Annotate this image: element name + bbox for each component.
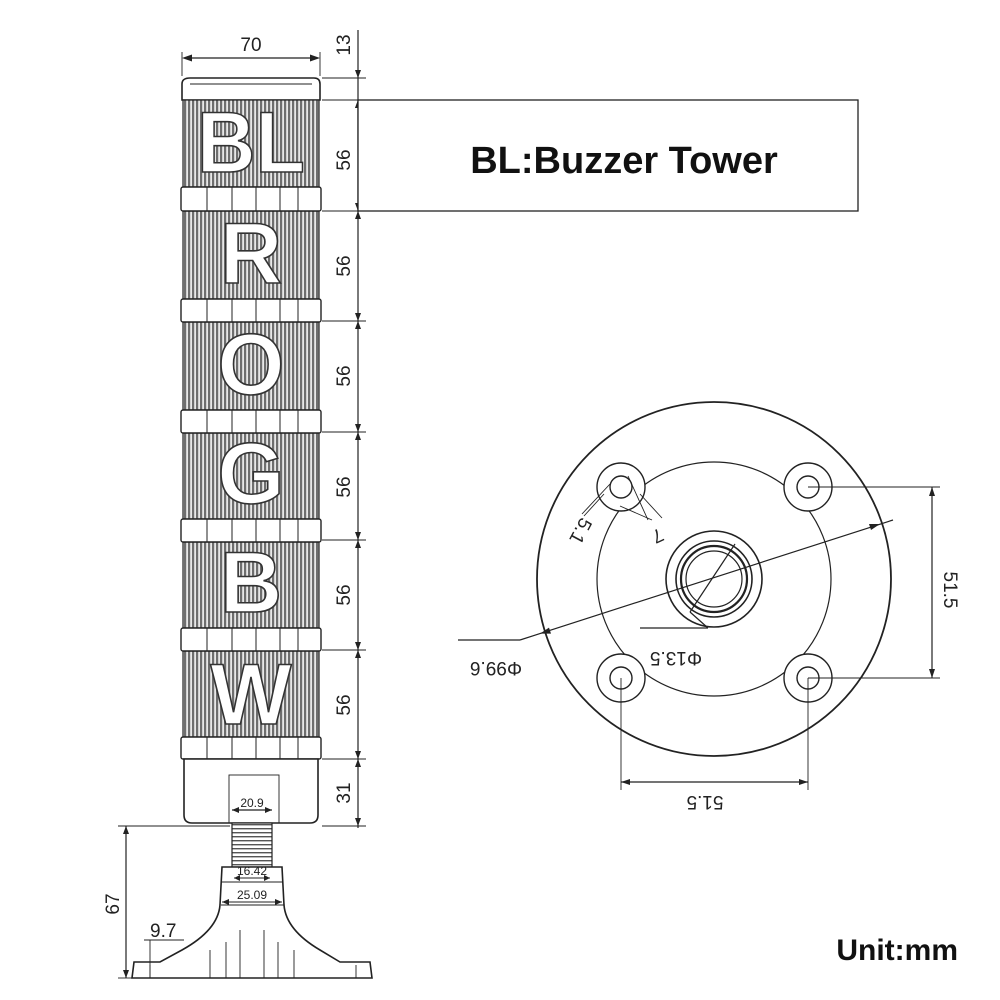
module-letter-o: O [218,317,285,413]
module-g [182,432,320,520]
tower-dimensions: 70 13 56 56 56 56 56 [103,30,366,979]
module-o [182,321,320,411]
connector-rings [180,186,322,760]
module-bl [182,99,320,188]
dim-module-6: 56 [334,694,355,715]
tower-base [183,758,319,824]
dim-base-height: 31 [334,782,355,803]
signal-tower: BL R O G B W [131,77,373,979]
dim-module-1: 56 [334,149,355,170]
tower-modules [182,99,320,738]
dim-cap-height: 13 [334,34,355,55]
mount-bracket [131,866,373,979]
dim-mount-height: 67 [103,893,124,914]
threaded-stem [231,822,273,868]
ring-3 [180,409,322,434]
dim-outer-diameter: Φ99.6 [470,657,522,678]
dim-module-3: 56 [334,365,355,386]
module-letter-r: R [220,206,282,302]
tower-cap [181,77,321,101]
dim-center-hole: Φ13.5 [650,647,702,668]
dim-module-2: 56 [334,255,355,276]
dim-tower-width: 70 [240,35,261,56]
dim-thread: 16.42 [237,864,267,878]
module-letter-b: B [220,535,282,631]
module-letter-w: W [210,647,292,743]
ring-4 [180,518,322,543]
module-b [182,541,320,629]
module-w [182,650,320,738]
module-letter-g: G [218,426,285,522]
dim-hole-spacing-horizontal: 51.5 [687,791,724,812]
module-r [182,210,320,300]
dim-hole-spacing-vertical: 51.5 [939,572,960,609]
dim-neck: 25.09 [237,888,267,902]
dim-module-4: 56 [334,476,355,497]
dim-stem-width: 20.9 [240,796,264,810]
dim-foot: 9.7 [150,921,176,942]
dim-module-5: 56 [334,584,355,605]
ring-2 [180,298,322,323]
plate-inner-circle [596,461,832,697]
mounting-plate: Φ99.6 Φ13.5 51.5 51.5 5.1 7 [458,401,960,812]
caption-title: BL:Buzzer Tower [470,140,778,182]
ring-1 [180,186,322,212]
unit-label: Unit:mm [836,934,958,967]
ring-5 [180,627,322,652]
caption-box: BL:Buzzer Tower [357,99,859,212]
module-letter-bl: BL [197,95,305,191]
